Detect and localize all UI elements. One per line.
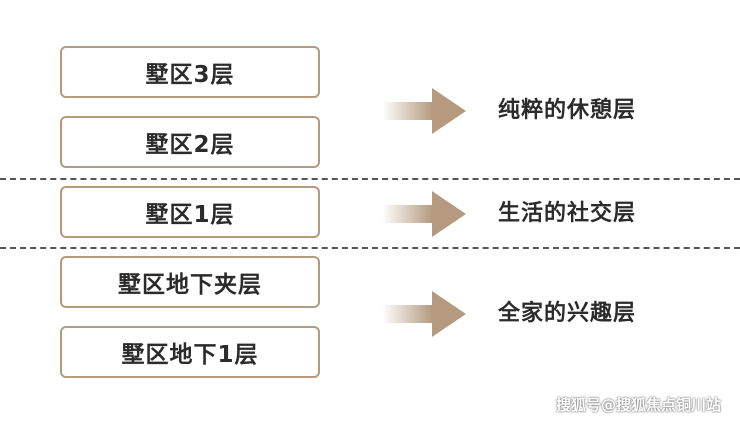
floor-box-basement-mezzanine: 墅区地下夹层 bbox=[60, 256, 320, 308]
arrow-icon bbox=[382, 88, 466, 134]
section-divider-upper bbox=[0, 178, 740, 180]
section-divider-lower bbox=[0, 247, 740, 249]
floor-box-basement-1: 墅区地下1层 bbox=[60, 326, 320, 378]
arrow-icon bbox=[382, 191, 466, 237]
group-description-middle: 生活的社交层 bbox=[498, 201, 637, 226]
watermark: 搜狐号@搜狐焦点铜川站 bbox=[556, 396, 722, 414]
floor-box-2: 墅区2层 bbox=[60, 116, 320, 168]
floor-box-3: 墅区3层 bbox=[60, 46, 320, 98]
floor-box-1: 墅区1层 bbox=[60, 186, 320, 238]
group-description-upper: 纯粹的休憩层 bbox=[498, 98, 637, 123]
arrow-icon bbox=[382, 291, 466, 337]
group-description-lower: 全家的兴趣层 bbox=[498, 301, 637, 326]
